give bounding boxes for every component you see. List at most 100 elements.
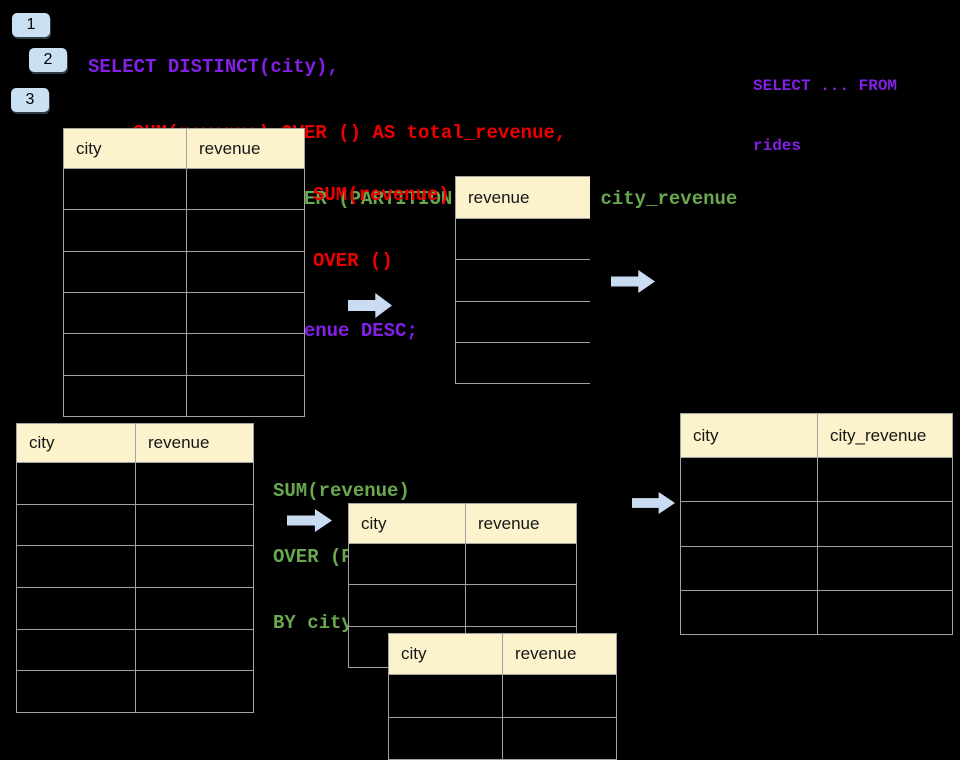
table-body <box>389 675 616 759</box>
table-cell-empty <box>64 169 187 210</box>
table-cell-empty <box>503 675 616 717</box>
table-header-row: city revenue <box>64 129 304 169</box>
column-header-revenue: revenue <box>466 504 576 544</box>
table-row <box>456 342 590 383</box>
table-cell-empty <box>17 588 136 629</box>
table-body <box>456 219 590 383</box>
table-cell-empty <box>456 260 590 301</box>
step-badge-2: 2 <box>29 48 67 72</box>
table-row <box>681 502 952 547</box>
table-row <box>17 629 253 672</box>
table-cell-empty <box>681 458 818 502</box>
table-row <box>17 671 253 713</box>
annotation-total-revenue: SUM(revenue) OVER () <box>313 140 450 294</box>
table-cell-empty <box>456 219 590 260</box>
source-table-bottom: city revenue <box>16 423 254 713</box>
table-cell-empty <box>818 590 952 634</box>
side-note-select-from: SELECT ... FROM rides <box>753 36 897 176</box>
step-badge-3: 3 <box>11 88 49 112</box>
table-cell-empty <box>681 502 818 546</box>
table-cell-empty <box>818 458 952 502</box>
table-cell-empty <box>466 585 576 626</box>
table-cell-empty <box>17 629 136 671</box>
table-cell-empty <box>187 251 304 292</box>
table-cell-empty <box>681 546 818 590</box>
table-cell-empty <box>64 251 187 292</box>
table-row <box>64 251 304 293</box>
table-row <box>17 463 253 505</box>
table-row <box>64 169 304 211</box>
column-header-revenue: revenue <box>136 424 253 463</box>
table-row <box>681 590 952 634</box>
column-header-revenue: revenue <box>456 177 590 219</box>
table-row <box>64 292 304 335</box>
table-row <box>17 588 253 630</box>
table-row <box>456 260 590 302</box>
table-cell-empty <box>818 546 952 590</box>
table-cell-empty <box>456 342 590 383</box>
table-cell-empty <box>818 502 952 546</box>
table-body <box>64 169 304 416</box>
table-header-row: city revenue <box>17 424 253 463</box>
table-cell-empty <box>349 585 466 626</box>
table-row <box>17 546 253 589</box>
table-cell-empty <box>17 546 136 588</box>
side-note-line-2: rides <box>753 137 802 155</box>
table-cell-empty <box>136 463 253 504</box>
table-cell-empty <box>503 717 616 759</box>
table-row <box>681 458 952 503</box>
table-cell-empty <box>681 590 818 634</box>
column-header-city: city <box>389 634 503 675</box>
table-row <box>349 544 576 586</box>
table-cell-empty <box>136 588 253 629</box>
table-cell-empty <box>64 334 187 375</box>
table-cell-empty <box>187 210 304 251</box>
column-header-revenue: revenue <box>187 129 304 169</box>
table-cell-empty <box>136 504 253 546</box>
table-row <box>64 375 304 416</box>
column-header-revenue: revenue <box>503 634 616 675</box>
table-row <box>681 546 952 591</box>
table-row <box>64 210 304 252</box>
table-cell-empty <box>136 629 253 671</box>
table-cell-empty <box>136 671 253 713</box>
table-row <box>456 301 590 343</box>
partition-table-overlap: city revenue <box>388 633 617 760</box>
table-cell-empty <box>187 375 304 416</box>
table-cell-empty <box>187 169 304 210</box>
table-cell-empty <box>17 671 136 713</box>
table-cell-empty <box>136 546 253 588</box>
column-header-city: city <box>64 129 187 169</box>
table-cell-empty <box>64 210 187 251</box>
table-row <box>456 219 590 261</box>
column-header-city-revenue: city_revenue <box>818 414 952 458</box>
step-badge-1: 1 <box>12 13 50 37</box>
partition-table-mid: city revenue <box>348 503 577 668</box>
table-body <box>681 458 952 634</box>
table-cell-empty <box>64 375 187 416</box>
table-cell-empty <box>389 717 503 759</box>
table-cell-empty <box>187 292 304 334</box>
table-row <box>349 585 576 627</box>
table-cell-empty <box>187 334 304 375</box>
table-header-row: revenue <box>456 177 590 219</box>
table-header-row: city city_revenue <box>681 414 952 458</box>
table-cell-empty <box>17 504 136 546</box>
annotation-total-line-2: OVER () <box>313 250 393 272</box>
table-header-row: city revenue <box>389 634 616 675</box>
table-row <box>389 675 616 718</box>
table-cell-empty <box>466 544 576 585</box>
flow-arrow-icon <box>632 492 675 514</box>
table-cell-empty <box>389 675 503 717</box>
source-table-top: city revenue <box>63 128 305 417</box>
result-table: city city_revenue <box>680 413 953 635</box>
table-cell-empty <box>349 544 466 585</box>
table-cell-empty <box>17 463 136 504</box>
table-cell-empty <box>64 292 187 334</box>
sql-line-select: SELECT DISTINCT(city), <box>88 56 339 78</box>
table-row <box>389 717 616 759</box>
annotation-total-line-1: SUM(revenue) <box>313 184 450 206</box>
total-revenue-table: revenue <box>455 176 590 384</box>
table-header-row: city revenue <box>349 504 576 544</box>
column-header-city: city <box>681 414 818 458</box>
